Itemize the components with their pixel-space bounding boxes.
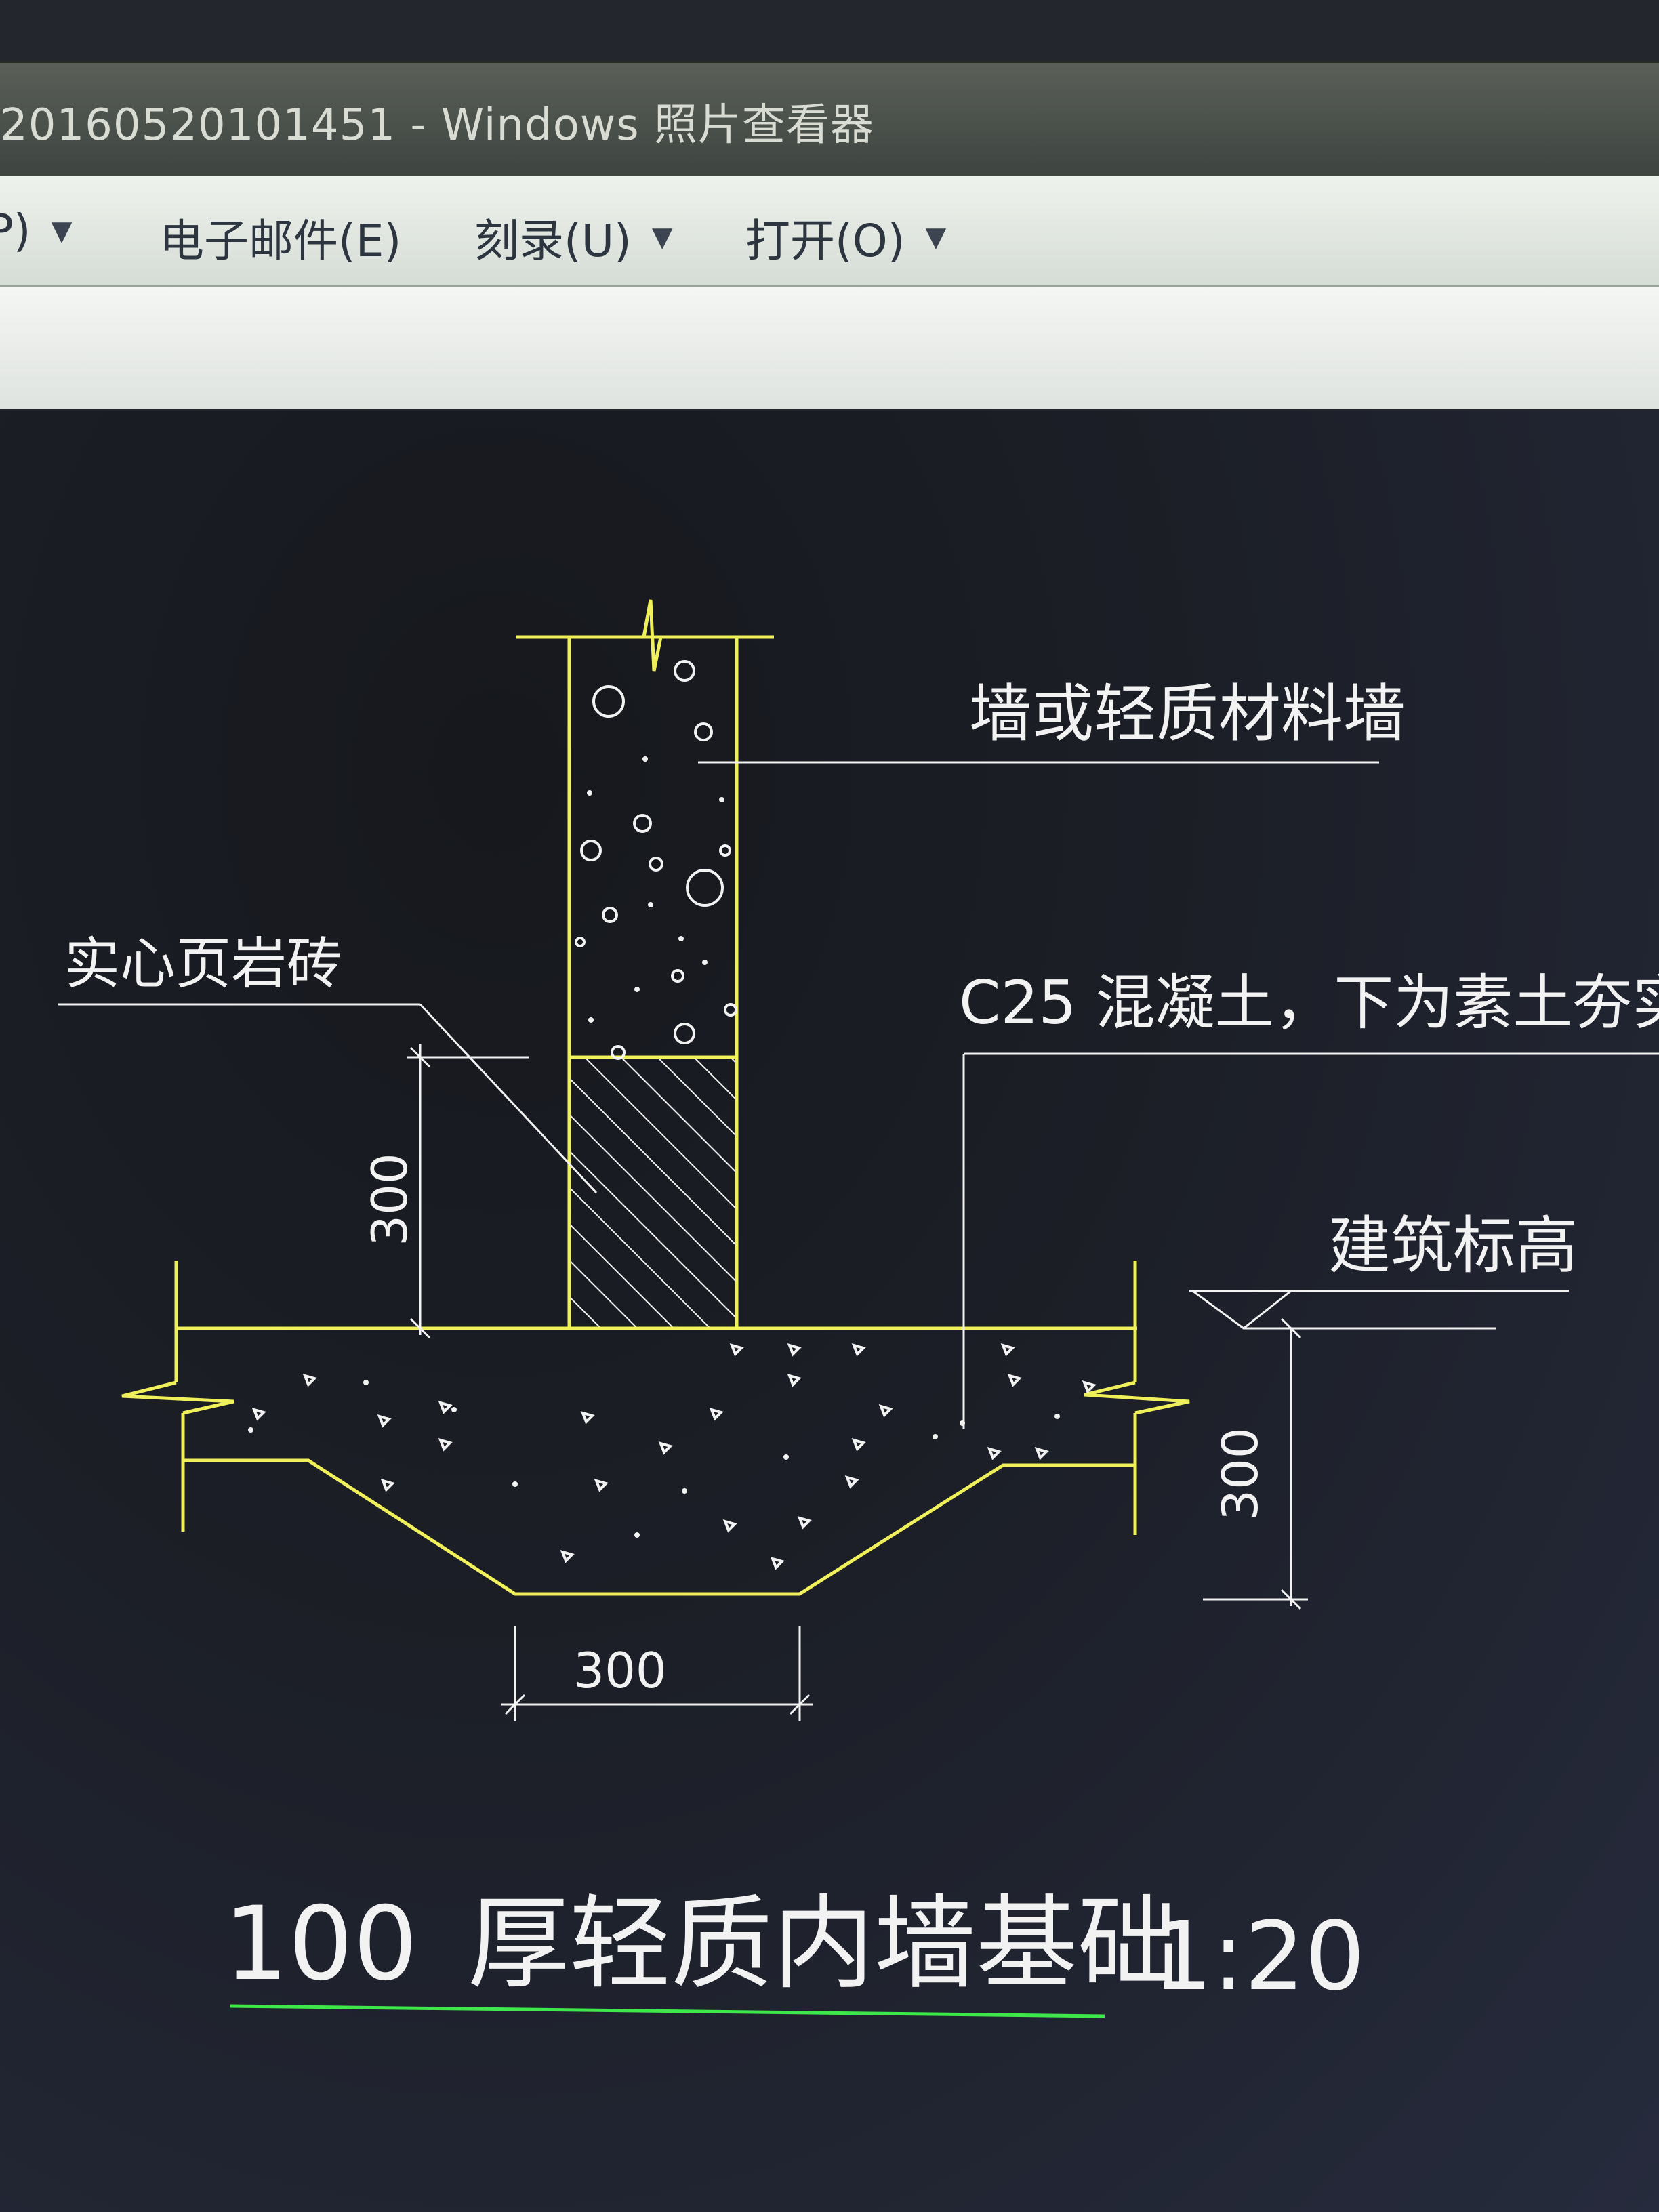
dimension-lines: [407, 1044, 1308, 1721]
dim-bottom-width: 300: [573, 1642, 666, 1699]
brick-label: 实心页岩砖: [64, 932, 342, 996]
toolbar-print-menu[interactable]: P) ▼: [0, 205, 72, 257]
toolbar-separator-strip: [0, 287, 1659, 409]
dim-foundation-depth: 300: [1212, 1427, 1269, 1520]
foundation-section: [121, 1261, 1190, 1596]
caption-thickness: 100: [224, 1885, 417, 2003]
chevron-down-icon[interactable]: ▼: [51, 215, 73, 247]
leader-lines: [58, 761, 1659, 1429]
wall-section: [516, 599, 774, 1327]
toolbar-email-label: 电子邮件(E): [159, 215, 402, 267]
caption-underline: [230, 2004, 1105, 2018]
caption-scale: 1:20: [1152, 1902, 1365, 2012]
window-titlebar: 20160520101451 - Windows 照片查看器: [0, 61, 1659, 180]
toolbar-burn-label: 刻录(U): [474, 215, 632, 267]
concrete-label: C25 混凝土，下为素土夯实: [959, 968, 1659, 1038]
toolbar-email-button[interactable]: 电子邮件(E): [159, 205, 401, 270]
caption-title: 厚轻质内墙基础: [468, 1885, 1179, 2003]
image-view-area: [0, 411, 1659, 2212]
brick-hatch: [571, 1059, 735, 1327]
wall-label: 墙或轻质材料墙: [969, 678, 1406, 750]
chevron-down-icon[interactable]: ▼: [651, 222, 673, 253]
toolbar-print-label: P): [0, 205, 31, 257]
dim-brick-height: 300: [361, 1153, 418, 1246]
elevation-label: 建筑标高: [1328, 1210, 1578, 1282]
toolbar-open-menu[interactable]: 打开(O) ▼: [745, 205, 946, 270]
chevron-down-icon[interactable]: ▼: [925, 222, 947, 253]
window-title: 20160520101451 - Windows 照片查看器: [0, 100, 874, 150]
toolbar-burn-menu[interactable]: 刻录(U) ▼: [474, 205, 673, 270]
viewer-toolbar: P) ▼ 电子邮件(E) 刻录(U) ▼ 打开(O) ▼: [0, 176, 1659, 287]
toolbar-open-label: 打开(O): [745, 215, 905, 267]
